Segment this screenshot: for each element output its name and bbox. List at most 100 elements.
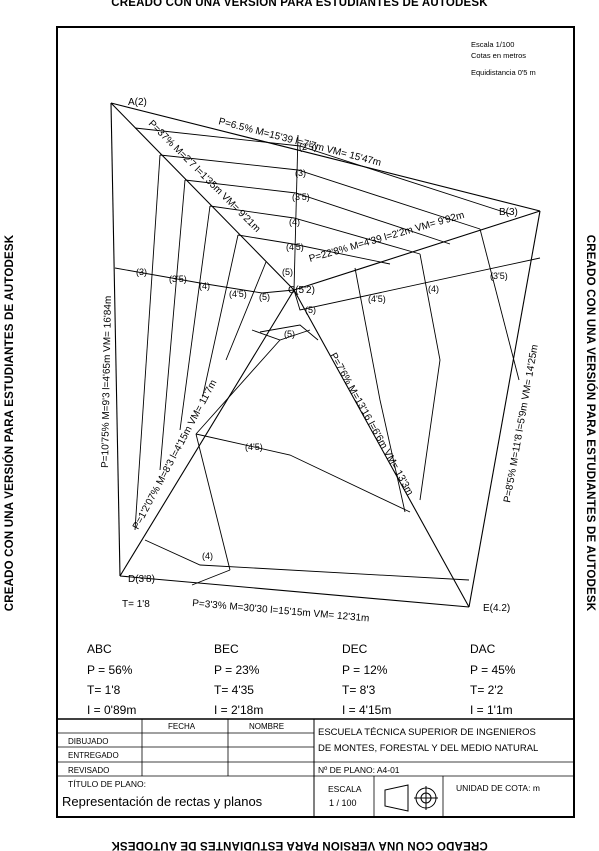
edge-label-be: P=8'5% M=11'8 l=5'9m VM= 14'25m bbox=[502, 344, 541, 504]
contour-center bbox=[259, 324, 319, 341]
col-nombre: NOMBRE bbox=[249, 722, 284, 731]
plane-name: BEC bbox=[214, 642, 239, 656]
edge-AB bbox=[110, 102, 541, 212]
plan-title: Representación de rectas y planos bbox=[62, 794, 263, 809]
legend-scale: Escala 1/100 bbox=[471, 40, 514, 49]
polygon-edges bbox=[110, 102, 541, 608]
contour-label: (4'5) bbox=[368, 294, 386, 304]
contour-mid-vertical bbox=[293, 134, 299, 291]
edge-DC bbox=[119, 289, 295, 577]
plane-name: DAC bbox=[470, 642, 496, 656]
contour-label: (5) bbox=[305, 305, 316, 315]
contour-label: (4'5) bbox=[245, 442, 263, 452]
contour-dec-5 bbox=[251, 329, 311, 341]
contour-dec-3 bbox=[195, 433, 231, 571]
contour-dac-3 bbox=[179, 205, 211, 431]
title-block-text: FECHA NOMBRE DIBUJADO ENTREGADO REVISADO… bbox=[62, 722, 540, 809]
contour-abc-4 bbox=[209, 205, 421, 255]
contour-label: (4) bbox=[199, 281, 210, 291]
plane-i: I = 4'15m bbox=[342, 703, 391, 717]
row-dibujado: DIBUJADO bbox=[68, 737, 108, 746]
legend-units: Cotas en metros bbox=[471, 51, 526, 60]
plan-number: Nº DE PLANO: A4-01 bbox=[318, 765, 400, 775]
edge-BE bbox=[468, 210, 541, 608]
plane-t: T= 8'3 bbox=[342, 683, 376, 697]
watermark-top: CREADO CON UNA VERSIÓN PARA ESTUDIANTES … bbox=[111, 0, 488, 9]
projection-symbol-icon bbox=[384, 784, 438, 812]
plane-p: P = 23% bbox=[214, 663, 260, 677]
edge-label-bc: P=22'8% M=4'39 l=2'2m VM= 9'92m bbox=[308, 210, 466, 265]
vertex-c-label: C(5'2) bbox=[288, 285, 315, 296]
contour-label: (2'5) bbox=[299, 142, 317, 152]
legend-equidistance: Equidistancia 0'5 m bbox=[471, 68, 536, 77]
plane-p: P = 45% bbox=[470, 663, 516, 677]
contour-abc-3 bbox=[184, 179, 451, 245]
plane-i: I = 1'1m bbox=[470, 703, 513, 717]
plane-p: P = 56% bbox=[87, 663, 133, 677]
planes-summary: ABC P = 56% T= 1'8 I = 0'89m BEC P = 23%… bbox=[87, 642, 516, 717]
edge-label-dc: P=1'2'07% M=8'3 l=4'15m VM= 11'7m bbox=[131, 378, 219, 531]
contour-label: (5) bbox=[284, 329, 295, 339]
edge-AD bbox=[110, 102, 121, 577]
contour-label: (4'5) bbox=[286, 242, 304, 252]
contour-dac-1 bbox=[134, 154, 161, 531]
contour-label: (3'5) bbox=[292, 192, 310, 202]
sheet-frame bbox=[56, 26, 575, 818]
title-label: TÍTULO DE PLANO: bbox=[68, 779, 146, 789]
edge-DE bbox=[119, 575, 470, 608]
contour-label: (5) bbox=[259, 292, 270, 302]
escala-value: 1 / 100 bbox=[329, 798, 357, 808]
plane-t: T= 1'8 bbox=[87, 683, 121, 697]
vertex-e-label: E(4.2) bbox=[483, 603, 510, 614]
contour-dac-5 bbox=[225, 261, 267, 361]
row-revisado: REVISADO bbox=[68, 766, 109, 775]
escala-label: ESCALA bbox=[328, 784, 362, 794]
contour-dec-2 bbox=[144, 539, 470, 581]
unit-label: UNIDAD DE COTA: m bbox=[456, 783, 540, 793]
plane-i: I = 2'18m bbox=[214, 703, 263, 717]
vertex-a-label: A(2) bbox=[128, 97, 147, 108]
plane-p: P = 12% bbox=[342, 663, 388, 677]
contour-abc-5 bbox=[237, 234, 391, 265]
contour-adc-h bbox=[114, 267, 295, 294]
school-line-2: DE MONTES, FORESTAL Y DEL MEDIO NATURAL bbox=[318, 743, 538, 754]
contour-dac-2 bbox=[159, 179, 186, 471]
contour-dec-6 bbox=[191, 569, 231, 586]
plane-i: I = 0'89m bbox=[87, 703, 136, 717]
contour-dec-4 bbox=[195, 339, 281, 435]
label-t: T= 1'8 bbox=[122, 599, 150, 610]
vertex-d-label: D(3'8) bbox=[128, 574, 155, 585]
plane-name: ABC bbox=[87, 642, 112, 656]
contour-bec-3 bbox=[354, 267, 406, 513]
contour-label: (3'5) bbox=[169, 274, 187, 284]
plane-name: DEC bbox=[342, 642, 368, 656]
contour-bec-1 bbox=[479, 228, 520, 381]
row-entregado: ENTREGADO bbox=[68, 751, 119, 760]
contour-label: (3'5) bbox=[490, 271, 508, 281]
contour-label: (3) bbox=[295, 168, 306, 178]
title-block bbox=[57, 718, 574, 817]
col-fecha: FECHA bbox=[168, 722, 196, 731]
contour-dac-4 bbox=[202, 234, 239, 396]
contour-label: (4'5) bbox=[229, 289, 247, 299]
edge-BC bbox=[293, 210, 541, 291]
edge-CE bbox=[293, 289, 470, 608]
contour-abc-1 bbox=[134, 127, 511, 215]
plane-t: T= 4'35 bbox=[214, 683, 254, 697]
contour-bec-h bbox=[293, 257, 541, 311]
contour-label: (3) bbox=[136, 267, 147, 277]
contour-bec-2 bbox=[419, 253, 441, 501]
edge-AC bbox=[110, 102, 295, 291]
contour-label: (5) bbox=[282, 267, 293, 277]
contour-labels: (2'5) (3) (3'5) (4) (4'5) (5) (3) (3'5) … bbox=[136, 142, 508, 561]
contour-label: (4) bbox=[202, 551, 213, 561]
contour-label: (4) bbox=[289, 217, 300, 227]
contour-label: (4) bbox=[428, 284, 439, 294]
contour-lines bbox=[114, 127, 541, 586]
edge-label-ad: P=10'75% M=9'3 l=4'65m VM= 16'84m bbox=[100, 296, 114, 468]
edge-label-de: P=3'3% M=30'30 l=15'15m VM= 12'31m bbox=[192, 598, 370, 624]
plane-t: T= 2'2 bbox=[470, 683, 504, 697]
school-line-1: ESCUELA TÉCNICA SUPERIOR DE INGENIEROS bbox=[318, 727, 536, 738]
vertex-b-label: B(3) bbox=[499, 207, 518, 218]
